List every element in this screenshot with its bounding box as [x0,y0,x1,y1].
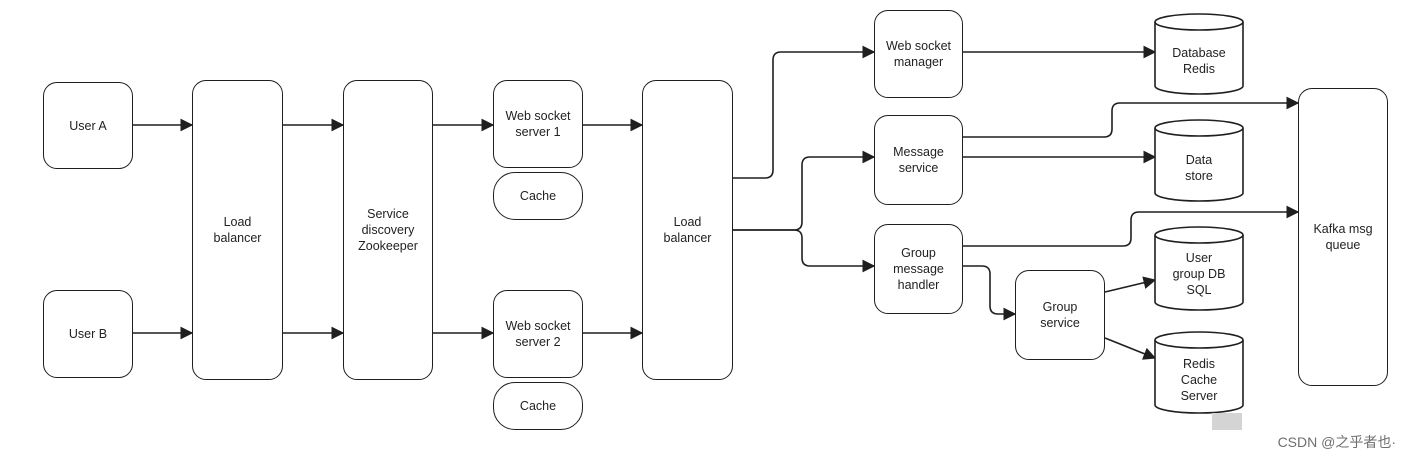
edge-lb2-wsmanager [733,45,876,179]
node-message-service: Message service [874,115,963,205]
cylinder-redis-cache [1154,331,1244,414]
node-group-message-handler-label: Group message handler [893,246,944,292]
node-service-discovery: Service discovery Zookeeper [343,80,433,380]
node-group-message-handler: Group message handler [874,224,963,314]
cylinder-data-store-label: Data store [1185,153,1213,183]
node-message-service-label: Message service [893,145,944,175]
node-web-socket-manager: Web socket manager [874,10,963,98]
node-cache-1-label: Cache [519,189,557,203]
node-web-socket-manager-label: Web socket manager [885,39,952,69]
cylinder-redis-cache-label: Redis Cache Server [1180,357,1218,403]
node-load-balancer-2-label: Load balancer [663,215,712,245]
cylinder-redis-cache-text: Redis Cache Server [1155,348,1243,412]
edge-grouphandler-groupservice [963,265,1017,321]
node-cache-2: Cache [493,382,583,430]
edge-groupservice-usergroupdb [1104,276,1157,293]
node-load-balancer-1-label: Load balancer [213,215,262,245]
cylinder-user-group-db-label: User group DB SQL [1172,251,1226,297]
node-user-a: User A [43,82,133,169]
node-user-a-label: User A [69,118,107,133]
cylinder-data-store [1154,119,1244,202]
cylinder-user-group-db-text: User group DB SQL [1155,243,1243,305]
edge-lb2-messageservice [733,150,876,231]
cylinder-db-redis [1154,13,1244,95]
edge-groupservice-rediscache [1104,337,1157,360]
node-group-service: Group service [1015,270,1105,360]
edge-grouphandler-kafka [963,205,1300,247]
node-web-socket-server-1-label: Web socket server 1 [505,109,571,139]
cylinder-db-redis-label: Database Redis [1172,46,1226,76]
node-load-balancer-1: Load balancer [192,80,283,380]
node-web-socket-server-2: Web socket server 2 [493,290,583,378]
node-group-service-label: Group service [1040,300,1080,330]
cylinder-db-redis-text: Database Redis [1155,32,1243,90]
node-user-b-label: User B [68,327,108,341]
watermark: CSDN @之乎者也· [1277,434,1396,450]
node-cache-1: Cache [493,172,583,220]
node-web-socket-server-2-label: Web socket server 2 [505,319,571,349]
node-cache-2-label: Cache [519,399,557,413]
node-kafka-queue-label: Kafka msg queue [1313,222,1373,252]
cylinder-data-store-text: Data store [1155,138,1243,198]
watermark-box [1212,413,1242,430]
cylinder-user-group-db [1154,226,1244,311]
node-user-b: User B [43,290,133,378]
node-web-socket-server-1: Web socket server 1 [493,80,583,168]
node-service-discovery-label: Service discovery Zookeeper [358,207,418,253]
node-load-balancer-2: Load balancer [642,80,733,380]
edge-lb2-grouphandler [733,229,876,273]
node-kafka-queue: Kafka msg queue [1298,88,1388,386]
edge-messageservice-kafka [963,96,1300,138]
